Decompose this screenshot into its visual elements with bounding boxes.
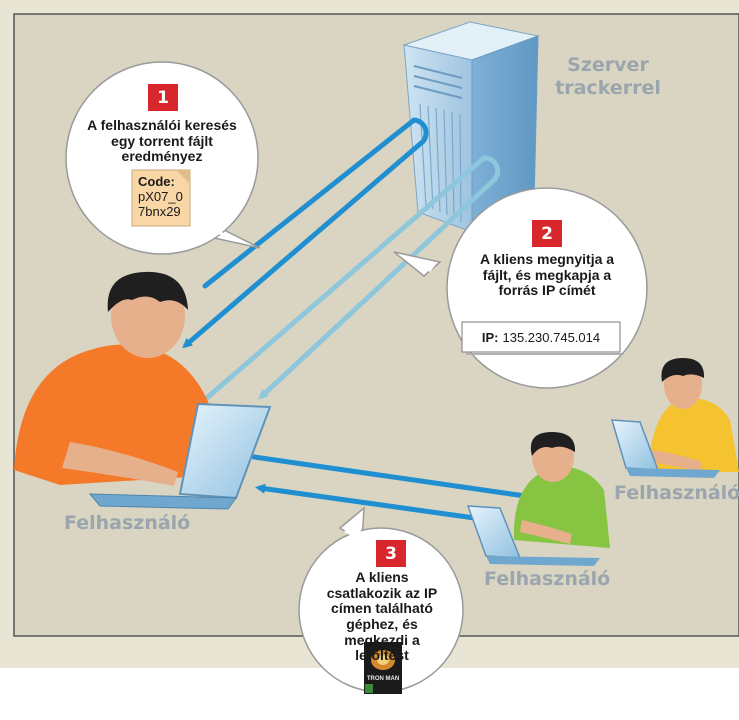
user-label-main: Felhasználó <box>64 512 191 534</box>
ip-label: IP: <box>481 329 499 345</box>
main-user-figure <box>14 271 272 510</box>
bubble-step1 <box>65 61 261 255</box>
arrow-peer-data <box>255 483 499 524</box>
code-label: Code: <box>138 174 175 189</box>
code-line1: pX07_0 <box>138 189 183 204</box>
bubble-step3 <box>298 506 464 693</box>
movie-cover-icon <box>364 642 402 694</box>
arrow-request-to-server <box>182 117 429 349</box>
ip-field <box>461 321 622 355</box>
step2-text: A kliens megnyitja a fájlt, és megkapja … <box>479 251 615 299</box>
arrows <box>182 117 535 524</box>
middle-user-figure <box>466 432 610 566</box>
arrow-download-reply <box>183 155 501 419</box>
step3-badge: 3 <box>376 540 406 567</box>
ip-address: IP: 135.230.745.014 <box>462 322 620 352</box>
movie-cover-text: TRON MAN <box>366 676 400 682</box>
server-label: Szerver trackerrel <box>555 54 661 99</box>
user-label-middle: Felhasználó <box>484 568 611 590</box>
step1-badge: 1 <box>148 84 178 111</box>
torrent-code: Code: pX07_0 7bnx29 <box>138 174 188 219</box>
ip-value: 135.230.745.014 <box>502 329 601 345</box>
torrent-file-card <box>131 169 191 227</box>
step1-text: A felhasználói keresés egy torrent fájlt… <box>87 117 237 165</box>
laptop-base-main <box>88 493 237 510</box>
user-label-right: Felhasználó <box>614 482 739 504</box>
arrow-peer-connect <box>251 454 535 500</box>
right-user-figure <box>610 358 739 478</box>
step3-text: A kliens csatlakozik az IP címen találha… <box>326 569 438 664</box>
step2-badge: 2 <box>532 220 562 247</box>
code-line2: 7bnx29 <box>138 204 181 219</box>
